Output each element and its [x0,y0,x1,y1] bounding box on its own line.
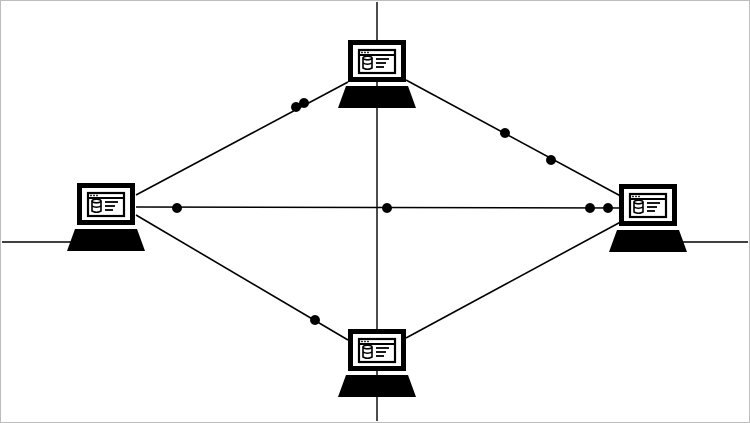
laptop-icon [336,327,418,399]
laptop-icon [607,182,689,254]
link-dot [299,98,309,108]
link-bottom-right [405,217,629,339]
link-top-right [405,79,629,201]
laptop-icon [65,181,147,253]
link-dot [546,155,556,165]
link-dot [382,203,392,213]
link-left-top [135,81,349,196]
link-dot [603,203,613,213]
link-dot [585,203,595,213]
link-dot [500,128,510,138]
link-dot [310,315,320,325]
laptop-icon [336,38,418,110]
link-dot [172,203,182,213]
link-left-right [135,206,629,209]
link-dot [291,102,301,112]
